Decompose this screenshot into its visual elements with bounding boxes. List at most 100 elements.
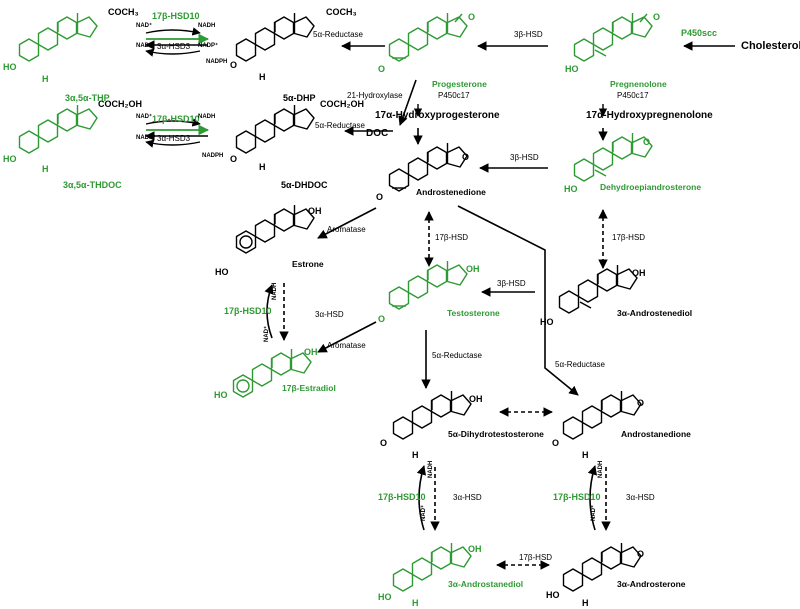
thp-h: H <box>42 74 49 84</box>
cofactor-nadh-dht: NADH <box>428 461 434 478</box>
estrone-ho: HO <box>215 267 229 277</box>
androstenedione-o: O <box>376 192 383 202</box>
dhdoc-coch2oh: COCH₂OH <box>320 99 364 109</box>
arrow-androstenedione-to-estrone <box>317 207 377 239</box>
enzyme-3bhsd-lower: 3β-HSD <box>497 279 526 288</box>
androsterone-structure <box>562 543 642 592</box>
label-androsterone: 3α-Androsterone <box>617 579 686 589</box>
enzyme-3ahsd-dht: 3α-HSD <box>453 493 482 502</box>
label-estrone: Estrone <box>292 259 324 269</box>
thp-coch3: COCH₃ <box>108 7 139 17</box>
steroid-structures <box>18 13 653 592</box>
enzyme-5ared-top: 5α-Reductase <box>313 30 364 39</box>
curve-androstanediol-to-dht <box>416 465 427 531</box>
curve-androsterone-to-androstanedione <box>587 465 598 531</box>
androstanediol-oh: OH <box>468 544 482 554</box>
thdoc-coch2oh: COCH₂OH <box>98 99 142 109</box>
enzyme-3ahsd3-mid: 3α-HSD3 <box>157 134 191 143</box>
label-doc: DOC <box>366 128 388 139</box>
thp-structure <box>18 13 98 62</box>
androstanedione-o: O <box>552 438 559 448</box>
progesterone-structure <box>388 13 468 62</box>
cofactor-nad-top: NAD⁺ <box>136 22 152 29</box>
dht-oh: OH <box>469 394 483 404</box>
androstenediol-structure <box>558 265 638 314</box>
androsterone-ho: HO <box>546 590 560 600</box>
enzyme-p450scc: P450scc <box>681 28 717 38</box>
enzyme-5ared-doc: 5α-Reductase <box>315 121 366 130</box>
curve-mid-nadh <box>145 118 201 127</box>
estradiol-oh: OH <box>304 347 318 357</box>
enzyme-p450c17-right: P450c17 <box>617 91 649 100</box>
enzyme-17bhsd10-top: 17β-HSD10 <box>152 11 200 21</box>
enzyme-17bhsd10-androstanedione: 17β-HSD10 <box>553 492 601 502</box>
cofactor-nadh-mid: NADH <box>198 114 215 120</box>
cofactor-nadh-androstanedione: NADH <box>598 461 604 478</box>
dht-o: O <box>380 438 387 448</box>
cofactor-nadp-mid: NADP⁺ <box>136 134 156 141</box>
enzyme-3bhsd-top: 3β-HSD <box>514 30 543 39</box>
androstenedione-17o: O <box>462 152 469 162</box>
testosterone-structure <box>388 261 468 310</box>
cofactor-nad-mid: NAD⁺ <box>136 113 152 120</box>
pregnenolone-ho: HO <box>565 64 579 74</box>
dhdoc-h: H <box>259 162 266 172</box>
label-androstanedione: Androstanedione <box>621 429 691 439</box>
androstanedione-h: H <box>582 450 589 460</box>
dhp-h: H <box>259 72 266 82</box>
cofactor-nadh-estrogen: NADH <box>272 283 278 300</box>
curve-mid-nadph <box>145 139 201 148</box>
cofactor-nadh-top2: NADH <box>136 43 153 49</box>
androstanedione-structure <box>562 391 642 440</box>
pregnenolone-sidechain-bond <box>639 13 648 23</box>
enzyme-17bhsd10-dht: 17β-HSD10 <box>378 492 426 502</box>
cofactor-nadph-top: NADPH <box>206 59 227 65</box>
enzyme-5ared-androstenedione: 5α-Reductase <box>555 360 606 369</box>
estradiol-ho: HO <box>214 390 228 400</box>
androstanediol-structure <box>392 543 472 592</box>
androstenediol-ho: HO <box>540 317 554 327</box>
thp-ho: HO <box>3 62 17 72</box>
dhp-o: O <box>230 60 237 70</box>
dhdoc-o: O <box>230 154 237 164</box>
enzyme-17bhsd-center: 17β-HSD <box>435 233 468 242</box>
cofactor-nadp-top: NADP⁺ <box>198 42 218 49</box>
enzyme-3ahsd-androstanedione: 3α-HSD <box>626 493 655 502</box>
dhea-17o: O <box>643 137 650 147</box>
label-dhp: 5α-DHP <box>283 93 316 103</box>
cofactor-nadph-mid: NADPH <box>202 153 223 159</box>
curve-top-nadh <box>145 27 201 36</box>
enzyme-17bhsd-bottom: 17β-HSD <box>519 553 552 562</box>
dht-structure <box>392 391 472 440</box>
androstanediol-h: H <box>412 598 419 608</box>
pregnenolone-structure <box>573 13 653 62</box>
enzyme-aromatase-lower: Aromatase <box>327 341 366 350</box>
enzyme-5ared-testosterone: 5α-Reductase <box>432 351 483 360</box>
dht-h: H <box>412 450 419 460</box>
estradiol-structure <box>232 349 312 398</box>
pregnenolone-sidechain-o: O <box>653 12 660 22</box>
dhea-structure <box>573 133 653 182</box>
cofactor-nad-dht: NAD⁺ <box>420 505 427 521</box>
cofactor-nadh-top: NADH <box>198 23 215 29</box>
dhdoc-structure <box>235 105 315 154</box>
testosterone-oh: OH <box>466 264 480 274</box>
androstanedione-17o: O <box>637 398 644 408</box>
cofactor-nad-estrogen: NAD⁺ <box>263 326 270 342</box>
dhp-structure <box>235 13 315 62</box>
label-cholesterol: Cholesterol <box>741 40 800 52</box>
label-androstanediol: 3α-Androstanediol <box>448 579 523 589</box>
label-17oh-progesterone: 17α-Hydroxyprogesterone <box>375 110 500 121</box>
estrone-structure <box>235 205 315 254</box>
label-estradiol: 17β-Estradiol <box>282 383 336 393</box>
testosterone-o: O <box>378 314 385 324</box>
curve-estradiol-to-estrone <box>264 284 274 339</box>
label-dht: 5α-Dihydrotestosterone <box>448 429 544 439</box>
reaction-arrows <box>145 27 735 570</box>
enzyme-3ahsd-estrogen: 3α-HSD <box>315 310 344 319</box>
androsterone-h: H <box>582 598 589 608</box>
androstenediol-oh: OH <box>632 268 646 278</box>
progesterone-o: O <box>378 64 385 74</box>
